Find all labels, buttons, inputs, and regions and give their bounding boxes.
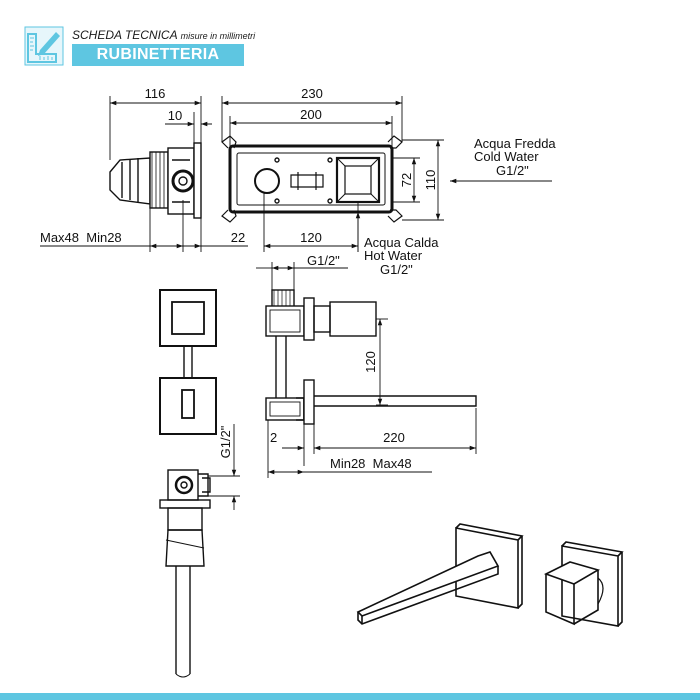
spout-plate (159, 377, 217, 435)
cold-water-size: G1/2" (496, 163, 529, 178)
hot-water-size: G1/2" (380, 262, 413, 277)
hot-water-it: Acqua Calda (364, 235, 439, 250)
dim-depth-range: Max48 Min28 (40, 230, 122, 245)
front-view-plates (159, 289, 217, 435)
category-banner: RUBINETTERIA (72, 44, 244, 66)
dim-side-depth: 116 (145, 86, 166, 101)
side-view-labels: G1/2" 120 2 220 Min28 Max48 (270, 253, 412, 471)
built-in-box (221, 135, 403, 223)
side-view-body (265, 289, 477, 425)
top-view-labels: 230 200 116 10 72 110 Max48 Min28 22 120… (40, 86, 556, 277)
dim-height-inner: 72 (399, 173, 414, 187)
dim-220: 220 (383, 430, 405, 445)
sheet-title: SCHEDA TECNICA (72, 28, 178, 42)
dim-g12-vertical: G1/2" (218, 425, 233, 458)
dim-height-outer: 110 (423, 170, 438, 191)
top-view-dimensions (40, 96, 552, 252)
dim-2: 2 (270, 430, 277, 445)
spout-perspective (356, 523, 524, 625)
dim-120: 120 (300, 230, 322, 245)
mixer-perspective (543, 541, 624, 627)
perspective-view (356, 523, 624, 627)
top-view-plan (40, 96, 552, 252)
front-view-section (159, 424, 240, 678)
valve-side-detail (109, 142, 202, 219)
footer-accent-band (0, 693, 700, 700)
cold-water-en: Cold Water (474, 149, 539, 164)
dim-side-small: 10 (168, 108, 182, 123)
dim-range: Min28 Max48 (330, 456, 412, 471)
ruler-pencil-icon (24, 26, 64, 66)
side-view-elevation (256, 262, 477, 478)
dim-g12-top: G1/2" (307, 253, 340, 268)
cold-water-it: Acqua Fredda (474, 136, 556, 151)
side-view-dimensions (256, 262, 477, 478)
sheet-subtitle: misure in millimetri (180, 31, 256, 41)
dim-overall-width: 230 (301, 86, 323, 101)
dim-120-vertical: 120 (363, 351, 378, 373)
hot-water-en: Hot Water (364, 248, 423, 263)
mixer-plate (159, 289, 217, 347)
dim-22: 22 (231, 230, 245, 245)
dim-body-width: 200 (300, 107, 322, 122)
